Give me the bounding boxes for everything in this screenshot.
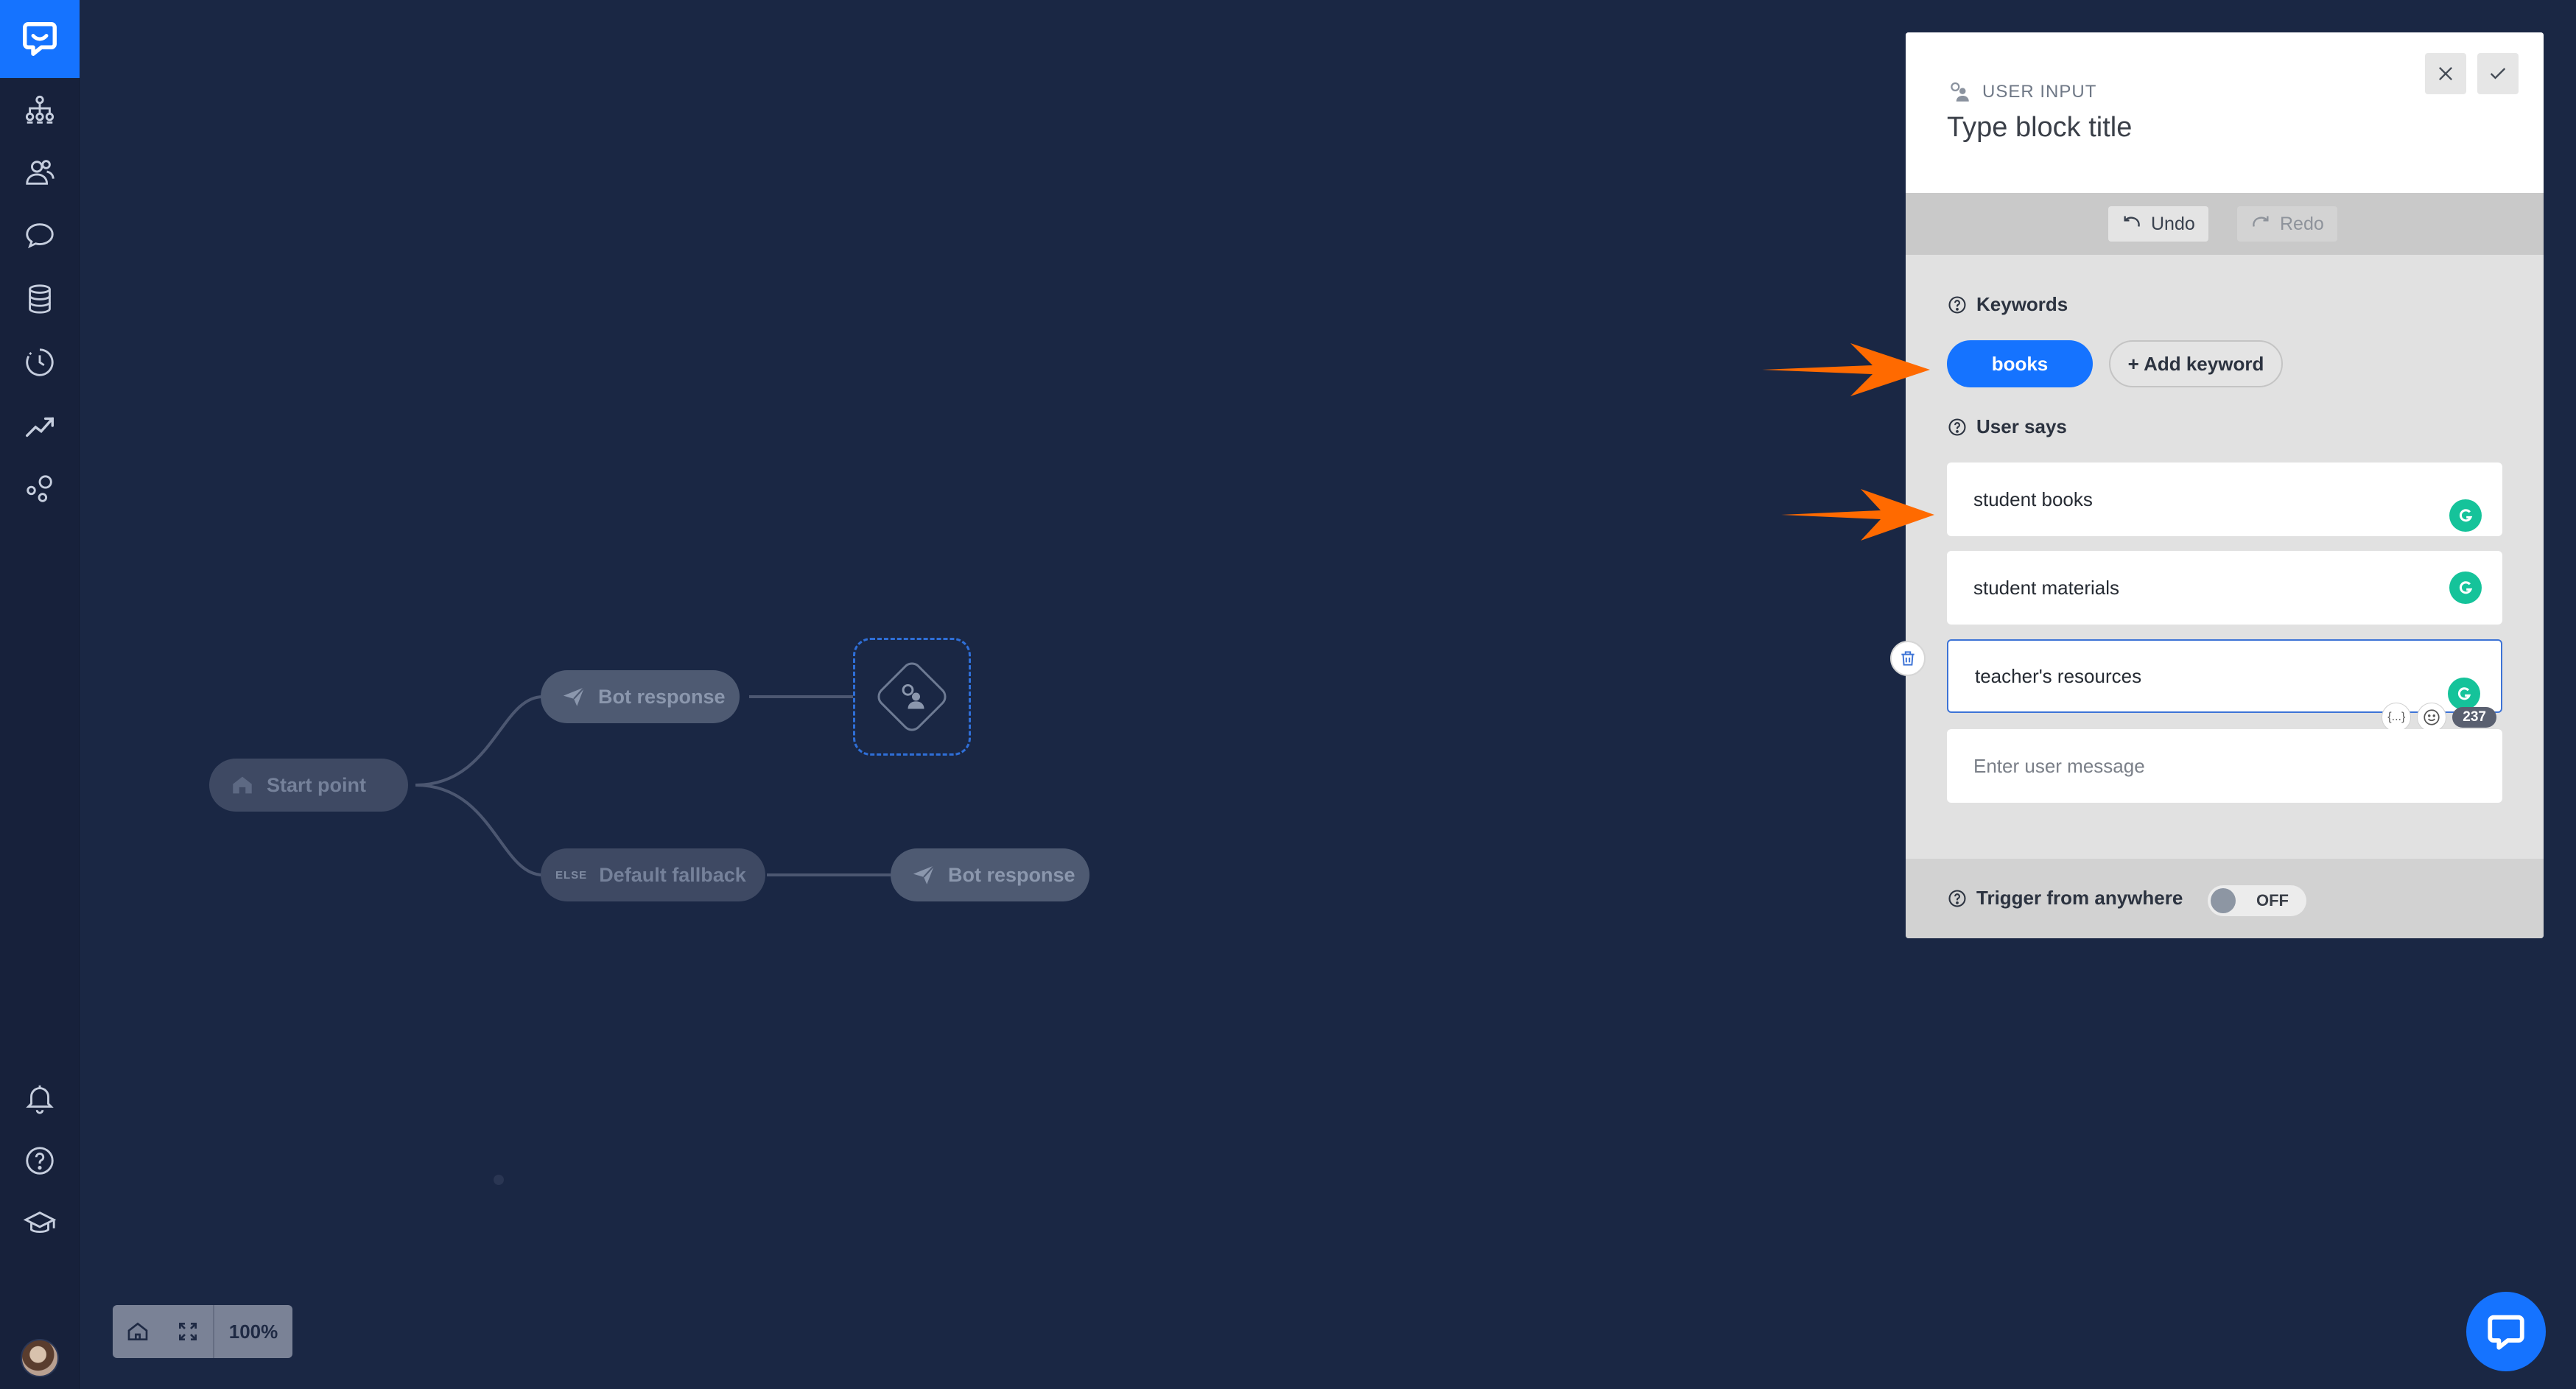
undo-label: Undo <box>2151 213 2195 234</box>
keyword-chip[interactable]: books <box>1947 340 2093 387</box>
flow-connectors <box>415 695 891 1185</box>
insert-variable-button[interactable]: {...} <box>2382 703 2412 732</box>
confirm-button[interactable] <box>2477 53 2519 94</box>
expand-icon <box>179 1323 197 1340</box>
zoom-level[interactable]: 100% <box>228 1320 278 1343</box>
grammarly-icon[interactable] <box>2449 572 2482 604</box>
new-user-message-input[interactable]: Enter user message <box>1947 729 2502 803</box>
sidebar <box>0 0 80 1389</box>
zoom-controls: 100% <box>113 1305 292 1358</box>
help-icon[interactable] <box>1947 888 1968 909</box>
user-input-icon <box>1951 82 1969 102</box>
close-button[interactable] <box>2425 53 2466 94</box>
field-tools: {...} 237 <box>2382 703 2496 732</box>
grammarly-icon[interactable] <box>2448 678 2480 710</box>
history-clock-icon[interactable] <box>21 344 58 381</box>
fit-screen-button[interactable] <box>163 1305 213 1358</box>
bot-response-node-2[interactable]: Bot response <box>891 848 1089 901</box>
start-point-label: Start point <box>267 773 366 796</box>
undo-redo-bar: Undo Redo <box>1906 193 2544 255</box>
redo-button[interactable]: Redo <box>2237 206 2337 242</box>
flow-canvas[interactable]: Start point Bot response ELSE Default fa… <box>80 0 2576 1389</box>
default-fallback-label: Default fallback <box>599 863 746 886</box>
trigger-anywhere-label: Trigger from anywhere <box>1947 887 2183 910</box>
user-says-field-active[interactable]: teacher's resources {...} 237 <box>1947 639 2502 732</box>
integrations-icon[interactable] <box>21 471 58 507</box>
users-icon[interactable] <box>21 154 58 191</box>
help-icon[interactable] <box>1947 417 1968 437</box>
stories-sitemap-icon[interactable] <box>21 91 58 128</box>
user-input-icon <box>902 683 924 709</box>
annotation-arrow-user-says <box>1781 489 1934 541</box>
paper-plane-icon <box>561 684 586 709</box>
user-says-field[interactable]: student materials <box>1947 551 2502 625</box>
database-icon[interactable] <box>21 281 58 317</box>
start-point-node[interactable]: Start point <box>209 759 408 812</box>
undo-icon <box>2124 216 2140 227</box>
emoji-icon <box>2424 709 2440 725</box>
bot-response-node[interactable]: Bot response <box>541 670 740 723</box>
close-icon <box>2439 67 2452 80</box>
default-fallback-node[interactable]: ELSE Default fallback <box>541 848 765 901</box>
avatar[interactable] <box>21 1339 59 1377</box>
check-icon <box>2490 68 2506 80</box>
bot-response-label: Bot response <box>948 863 1075 886</box>
user-input-block-node[interactable] <box>853 638 971 756</box>
trigger-anywhere-toggle[interactable]: OFF <box>2208 885 2306 916</box>
panel-header: USER INPUT Type block title <box>1906 32 2544 193</box>
academy-cap-icon[interactable] <box>21 1206 58 1242</box>
redo-icon <box>2253 216 2269 227</box>
home-icon <box>127 1322 148 1340</box>
chat-logo-icon[interactable] <box>0 0 80 78</box>
block-title-input[interactable]: Type block title <box>1947 112 2133 143</box>
trash-icon <box>1901 651 1915 666</box>
block-type-label: USER INPUT <box>1982 82 2097 102</box>
paper-plane-icon <box>911 862 936 887</box>
user-says-field[interactable]: student books <box>1947 463 2502 536</box>
bell-icon[interactable] <box>21 1080 58 1117</box>
chat-launcher-button[interactable] <box>2466 1292 2546 1371</box>
add-keyword-button[interactable]: + Add keyword <box>2109 340 2283 387</box>
delete-message-button[interactable] <box>1890 641 1926 676</box>
undo-button[interactable]: Undo <box>2108 206 2208 242</box>
chats-bubble-icon[interactable] <box>21 217 58 254</box>
block-settings-panel: USER INPUT Type block title Undo Redo Ke… <box>1906 32 2544 938</box>
bot-response-label: Bot response <box>598 685 726 708</box>
analytics-trend-icon[interactable] <box>21 407 58 444</box>
toggle-state: OFF <box>2256 891 2289 910</box>
character-count-badge: 237 <box>2452 707 2496 728</box>
panel-footer: Trigger from anywhere OFF <box>1906 859 2544 938</box>
help-icon[interactable] <box>21 1142 58 1179</box>
keywords-section-label: Keywords <box>1947 293 2068 316</box>
home-icon <box>230 773 255 798</box>
user-says-section-label: User says <box>1947 415 2067 438</box>
help-icon[interactable] <box>1947 295 1968 315</box>
emoji-button[interactable] <box>2417 703 2447 732</box>
chat-bubble-icon <box>2488 1315 2524 1350</box>
redo-label: Redo <box>2280 213 2324 234</box>
grammarly-icon[interactable] <box>2449 499 2482 532</box>
home-view-button[interactable] <box>113 1305 163 1358</box>
else-tag: ELSE <box>555 868 588 882</box>
annotation-arrow-keywords <box>1762 343 1930 396</box>
